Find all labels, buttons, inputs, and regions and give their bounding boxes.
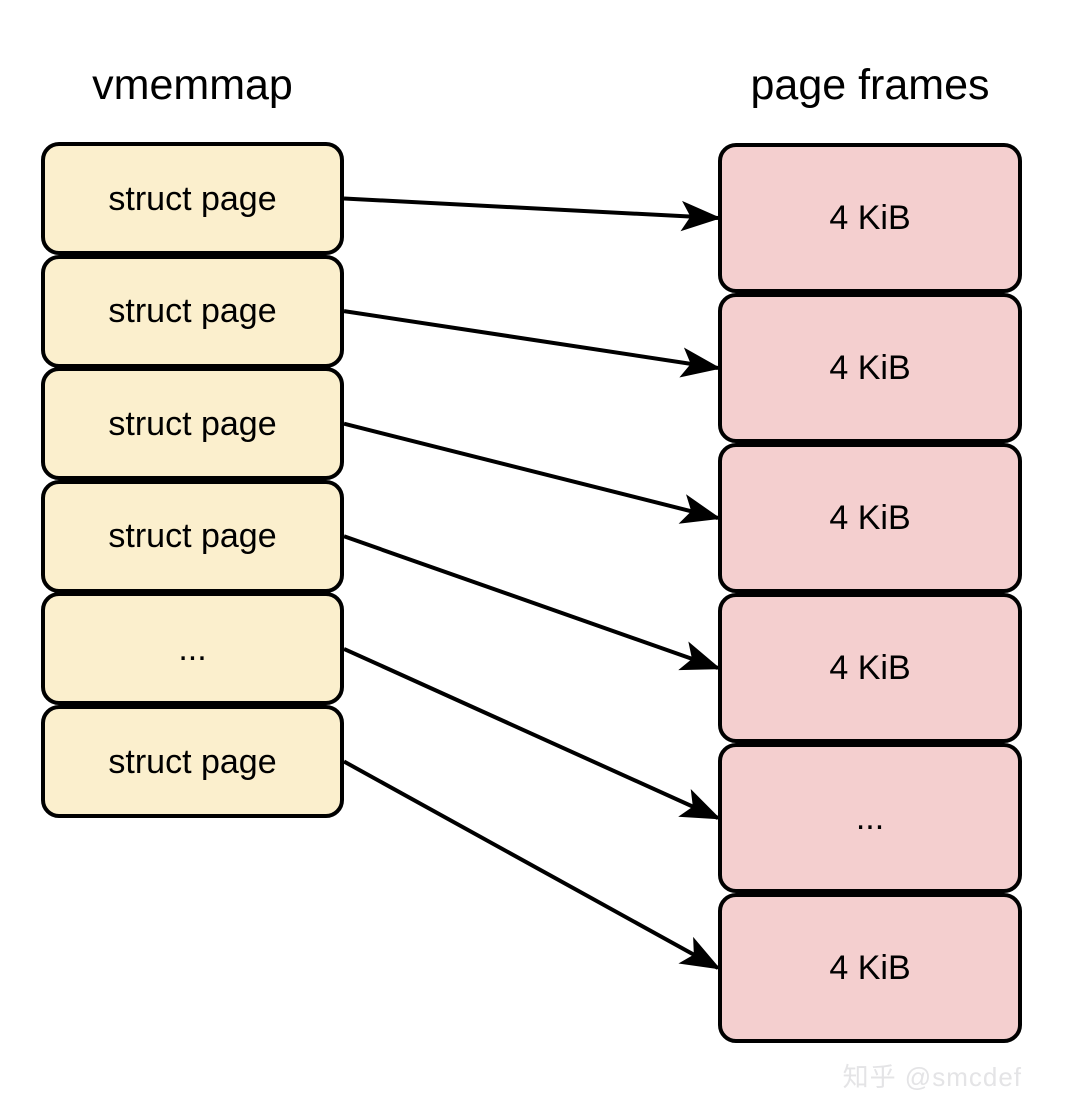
vmemmap-node-5: struct page bbox=[41, 705, 344, 818]
arrow-vmemmap-node-3-to-page-frame-node-3 bbox=[343, 534, 722, 671]
arrow-vmemmap-node-4-to-page-frame-node-4 bbox=[343, 647, 721, 820]
arrow-vmemmap-node-5-to-page-frame-node-5 bbox=[343, 759, 721, 970]
watermark: 知乎 @smcdef bbox=[842, 1062, 1022, 1092]
vmemmap-node-4: ... bbox=[41, 592, 344, 706]
page-frame-node-1: 4 KiB bbox=[718, 293, 1022, 443]
page-frames-column-title: page frames bbox=[750, 61, 990, 109]
arrow-vmemmap-node-1-to-page-frame-node-1 bbox=[343, 309, 722, 378]
arrow-vmemmap-node-2-to-page-frame-node-2 bbox=[343, 421, 722, 524]
page-frame-node-0: 4 KiB bbox=[718, 143, 1022, 293]
vmemmap-column-title: vmemmap bbox=[92, 61, 293, 109]
arrow-vmemmap-node-0-to-page-frame-node-0 bbox=[343, 196, 722, 232]
